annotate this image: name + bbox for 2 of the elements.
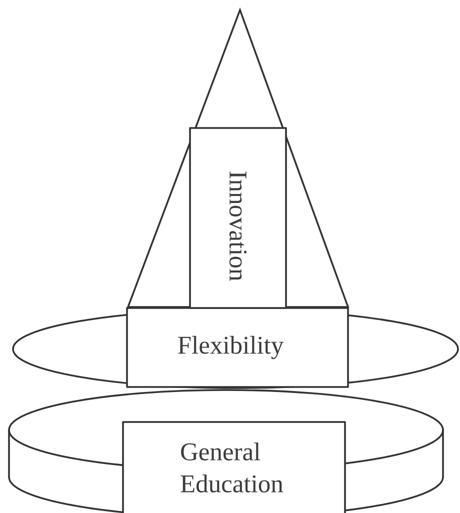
text-box: Innovation — [189, 127, 287, 309]
text-box: General Education — [122, 421, 346, 513]
